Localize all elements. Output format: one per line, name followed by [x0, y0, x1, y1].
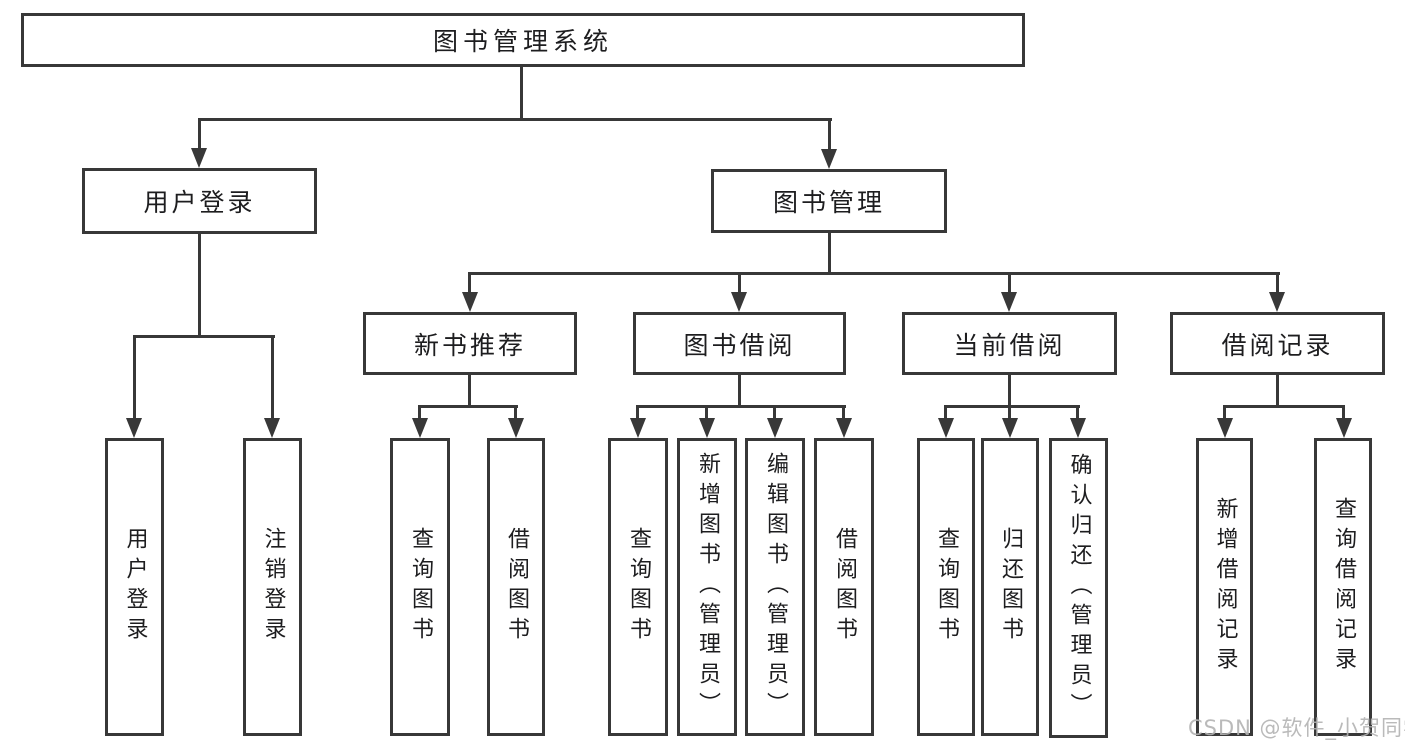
node-label: 查询图书 — [626, 527, 651, 647]
arrowhead-icon — [1001, 292, 1017, 312]
node-label: 用户登录 — [122, 527, 148, 647]
connector-line — [705, 407, 708, 421]
node-label: 借阅记录 — [1221, 330, 1334, 360]
connector-line — [773, 407, 776, 421]
leaf-return-books: 归还图书 — [981, 438, 1039, 736]
node-label: 归还图书 — [998, 527, 1023, 647]
arrowhead-icon — [767, 418, 783, 438]
node-label: 当前借阅 — [953, 330, 1066, 360]
arrowhead-icon — [938, 418, 954, 438]
connector-line — [271, 337, 274, 421]
connector-line — [738, 274, 741, 294]
arrowhead-icon — [630, 418, 646, 438]
node-label: 查询图书 — [934, 527, 959, 647]
leaf-query-books-current: 查询图书 — [917, 438, 975, 736]
connector-line — [198, 118, 832, 121]
node-label: 借阅图书 — [504, 527, 529, 647]
node-label: 新书推荐 — [413, 330, 526, 360]
connector-line — [738, 375, 741, 408]
node-borrowing-records: 借阅记录 — [1170, 312, 1385, 375]
node-book-management: 图书管理 — [711, 169, 947, 233]
connector-line — [468, 274, 471, 294]
node-library-management-system: 图书管理系统 — [21, 13, 1025, 67]
leaf-borrow-books-recommendation: 借阅图书 — [487, 438, 545, 736]
connector-line — [1008, 407, 1011, 421]
leaf-add-books-admin: 新增图书（管理员） — [677, 438, 737, 736]
connector-line — [514, 407, 517, 421]
connector-line — [1076, 407, 1079, 421]
arrowhead-icon — [412, 418, 428, 438]
node-label: 图书借阅 — [683, 330, 796, 360]
connector-line — [198, 234, 201, 338]
arrowhead-icon — [264, 418, 280, 438]
connector-line — [1342, 407, 1345, 421]
node-label: 注销登录 — [260, 527, 286, 647]
connector-line — [133, 335, 275, 338]
node-label: 借阅图书 — [832, 527, 857, 647]
connector-line — [1008, 375, 1011, 408]
node-label: 查询借阅记录 — [1331, 497, 1356, 677]
arrowhead-icon — [1269, 292, 1285, 312]
arrowhead-icon — [836, 418, 852, 438]
leaf-edit-books-admin: 编辑图书（管理员） — [745, 438, 805, 736]
connector-line — [1276, 375, 1279, 408]
node-label: 查询图书 — [408, 527, 433, 647]
arrowhead-icon — [1217, 418, 1233, 438]
leaf-query-borrow-record: 查询借阅记录 — [1314, 438, 1372, 736]
arrowhead-icon — [462, 292, 478, 312]
node-label: 新增借阅记录 — [1212, 497, 1238, 677]
arrowhead-icon — [1336, 418, 1352, 438]
node-label: 编辑图书（管理员） — [763, 452, 788, 722]
node-label: 图书管理系统 — [432, 27, 613, 56]
connector-line — [1008, 274, 1011, 294]
node-book-borrowing: 图书借阅 — [633, 312, 846, 375]
connector-line — [842, 407, 845, 421]
connector-line — [418, 407, 421, 421]
connector-line — [1223, 405, 1345, 408]
arrowhead-icon — [508, 418, 524, 438]
connector-line — [198, 120, 201, 152]
connector-line — [468, 272, 1280, 275]
leaf-query-books-recommendation: 查询图书 — [390, 438, 450, 736]
connector-line — [636, 407, 639, 421]
arrowhead-icon — [821, 149, 837, 169]
leaf-borrow-books-borrowing: 借阅图书 — [814, 438, 874, 736]
node-label: 图书管理 — [772, 188, 885, 217]
node-current-borrowing: 当前借阅 — [902, 312, 1117, 375]
arrowhead-icon — [699, 418, 715, 438]
leaf-user-login: 用户登录 — [105, 438, 164, 736]
connector-line — [1276, 274, 1279, 294]
node-label: 新增图书（管理员） — [695, 452, 720, 722]
node-new-book-recommendation: 新书推荐 — [363, 312, 577, 375]
arrowhead-icon — [1002, 418, 1018, 438]
watermark: CSDN @软件_小贺同学 — [1188, 716, 1405, 740]
arrowhead-icon — [731, 292, 747, 312]
node-label: 确认归还（管理员） — [1066, 453, 1092, 723]
connector-line — [468, 375, 471, 408]
connector-line — [828, 233, 831, 275]
connector-line — [828, 120, 831, 153]
connector-line — [418, 405, 518, 408]
connector-line — [1223, 407, 1226, 421]
connector-line — [636, 405, 846, 408]
leaf-add-borrow-record: 新增借阅记录 — [1196, 438, 1253, 736]
leaf-logout: 注销登录 — [243, 438, 302, 736]
leaf-confirm-return-admin: 确认归还（管理员） — [1049, 438, 1108, 738]
connector-line — [520, 66, 523, 121]
node-user-login: 用户登录 — [82, 168, 317, 234]
connector-line — [944, 405, 1080, 408]
node-label: 用户登录 — [143, 188, 256, 217]
arrowhead-icon — [191, 148, 207, 168]
arrowhead-icon — [1070, 418, 1086, 438]
connector-line — [133, 337, 136, 421]
connector-line — [944, 407, 947, 421]
leaf-query-books-borrowing: 查询图书 — [608, 438, 668, 736]
arrowhead-icon — [126, 418, 142, 438]
